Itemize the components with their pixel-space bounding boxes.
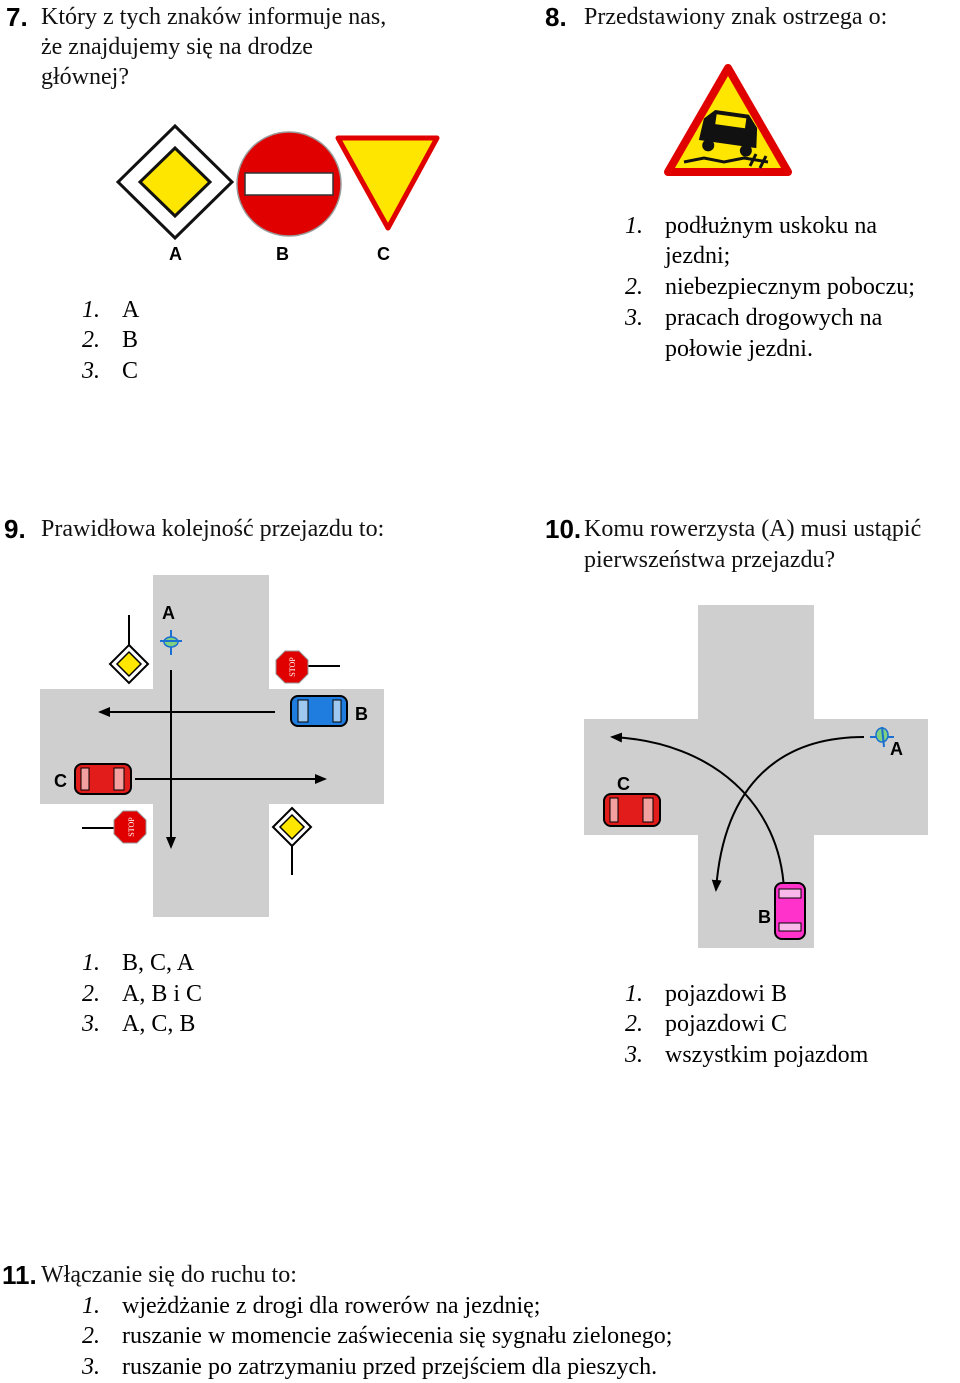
- q8-option-1-text-line-1: podłużnym uskoku na: [665, 213, 877, 239]
- q10-cyclist-icon: [870, 726, 894, 748]
- q7-number: 7.: [6, 2, 28, 32]
- q9-option-2-number: 2.: [82, 981, 100, 1007]
- slippery-shoulder-warning-sign-icon: [664, 64, 792, 176]
- q9-stop-sign-icon-bottom: STOP: [82, 810, 147, 844]
- q9-option-2-text: A, B i C: [122, 981, 203, 1007]
- q8-option-2-text: niebezpiecznym poboczu;: [665, 274, 915, 300]
- q10-option-2-number: 2.: [625, 1011, 643, 1037]
- q10-label-a: A: [890, 739, 903, 759]
- q7-option-3[interactable]: 3. C: [82, 356, 138, 387]
- q11-option-3-text: ruszanie po zatrzymaniu przed przejściem…: [122, 1354, 658, 1380]
- q11-option-2-number: 2.: [82, 1323, 100, 1349]
- q8-option-2[interactable]: 2. niebezpiecznym poboczu;: [625, 272, 915, 303]
- q8-option-3-line-2: połowie jezdni.: [665, 334, 813, 365]
- q7-sign-label-c: C: [377, 244, 390, 264]
- q9-option-1-text: B, C, A: [122, 950, 195, 976]
- q10-option-2[interactable]: 2. pojazdowi C: [625, 1009, 787, 1040]
- q10-option-3-text: wszystkim pojazdom: [665, 1042, 869, 1068]
- q10-intersection-diagram: A C B: [584, 605, 928, 948]
- q9-priority-sign-icon-bottom: [271, 806, 313, 875]
- q9-option-3-number: 3.: [82, 1011, 100, 1037]
- q7-option-2-number: 2.: [82, 327, 100, 353]
- q9-option-3[interactable]: 3. A, C, B: [82, 1009, 195, 1040]
- q8-option-3[interactable]: 3. pracach drogowych na: [625, 303, 882, 334]
- q8-option-1-text-line-2: jezdni;: [665, 243, 731, 269]
- q9-cyclist-icon: [160, 630, 182, 655]
- q10-label-b: B: [758, 907, 771, 927]
- q9-stop-label-bottom: STOP: [127, 817, 136, 837]
- q11-option-1[interactable]: 1. wjeżdżanie z drogi dla rowerów na jezd…: [82, 1291, 540, 1322]
- q9-option-1[interactable]: 1. B, C, A: [82, 948, 194, 979]
- q8-option-3-text-line-2: połowie jezdni.: [665, 336, 813, 362]
- q10-option-3[interactable]: 3. wszystkim pojazdom: [625, 1040, 868, 1071]
- q7-sign-label-b: B: [276, 244, 289, 264]
- q8-option-1-line-2: jezdni;: [665, 241, 730, 272]
- q8-question-line-1: Przedstawiony znak ostrzega o:: [584, 4, 888, 30]
- q7-question-line-3: głównej?: [41, 64, 129, 90]
- q10-label-c: C: [617, 774, 630, 794]
- q7-option-1[interactable]: 1. A: [82, 295, 139, 326]
- q9-car-c-icon: [74, 763, 132, 795]
- q8-number: 8.: [545, 2, 567, 32]
- q10-option-1-text: pojazdowi B: [665, 981, 787, 1007]
- q7-option-2[interactable]: 2. B: [82, 325, 138, 356]
- q10-option-1[interactable]: 1. pojazdowi B: [625, 979, 787, 1010]
- q7-option-1-text: A: [122, 297, 140, 323]
- q11-question-line-1: Włączanie się do ruchu to:: [41, 1262, 297, 1288]
- q10-option-1-number: 1.: [625, 981, 643, 1007]
- q8-option-3-text-line-1: pracach drogowych na: [665, 305, 883, 331]
- q9-stop-label-top: STOP: [288, 657, 297, 677]
- q10-number: 10.: [545, 514, 582, 544]
- q10-option-2-text: pojazdowi C: [665, 1011, 787, 1037]
- q11-option-1-text: wjeżdżanie z drogi dla rowerów na jezdni…: [122, 1293, 541, 1319]
- priority-road-sign-icon: [115, 123, 235, 241]
- q10-question-line-1: Komu rowerzysta (A) musi ustąpić: [584, 516, 922, 542]
- q8-option-3-number: 3.: [625, 305, 643, 331]
- q9-label-b: B: [355, 704, 368, 724]
- q7-question-line-2: że znajdujemy się na drodze: [41, 34, 313, 60]
- q10-option-3-number: 3.: [625, 1042, 643, 1068]
- q9-priority-sign-icon-top: [108, 615, 150, 685]
- q11-option-1-number: 1.: [82, 1293, 100, 1319]
- give-way-sign-icon: [335, 135, 440, 231]
- q11-option-2[interactable]: 2. ruszanie w momencie zaświecenia się sy…: [82, 1321, 672, 1352]
- q11-number: 11.: [2, 1260, 37, 1290]
- q7-option-3-number: 3.: [82, 358, 100, 384]
- q11-option-3-number: 3.: [82, 1354, 100, 1380]
- q10-car-c-icon: [603, 793, 661, 827]
- q9-label-a: A: [162, 603, 175, 623]
- q9-option-3-text: A, C, B: [122, 1011, 196, 1037]
- q8-option-1-number: 1.: [625, 213, 643, 239]
- q10-car-b-icon: [774, 882, 806, 940]
- q9-question-line-1: Prawidłowa kolejność przejazdu to:: [41, 516, 385, 542]
- q7-question-line-1: Który z tych znaków informuje nas,: [41, 4, 387, 30]
- q9-stop-sign-icon-top: STOP: [275, 650, 340, 684]
- q11-option-2-text: ruszanie w momencie zaświecenia się sygn…: [122, 1323, 673, 1349]
- q8-option-2-number: 2.: [625, 274, 643, 300]
- q11-option-3[interactable]: 3. ruszanie po zatrzymaniu przed przejści…: [82, 1352, 657, 1383]
- q7-option-3-text: C: [122, 358, 139, 384]
- q9-number: 9.: [4, 514, 26, 544]
- q7-signs-figure: A B C: [115, 123, 440, 264]
- q9-label-c: C: [54, 771, 67, 791]
- q9-intersection-diagram: STOP STOP A B C: [40, 575, 384, 917]
- no-entry-sign-icon: [236, 131, 342, 237]
- q9-car-b-icon: [290, 695, 348, 727]
- q8-option-1[interactable]: 1. podłużnym uskoku na: [625, 211, 877, 242]
- q9-option-2[interactable]: 2. A, B i C: [82, 979, 202, 1010]
- q7-option-2-text: B: [122, 327, 139, 353]
- q7-option-1-number: 1.: [82, 297, 100, 323]
- q9-option-1-number: 1.: [82, 950, 100, 976]
- q7-sign-label-a: A: [169, 244, 182, 264]
- q10-question-line-2: pierwszeństwa przejazdu?: [584, 547, 836, 573]
